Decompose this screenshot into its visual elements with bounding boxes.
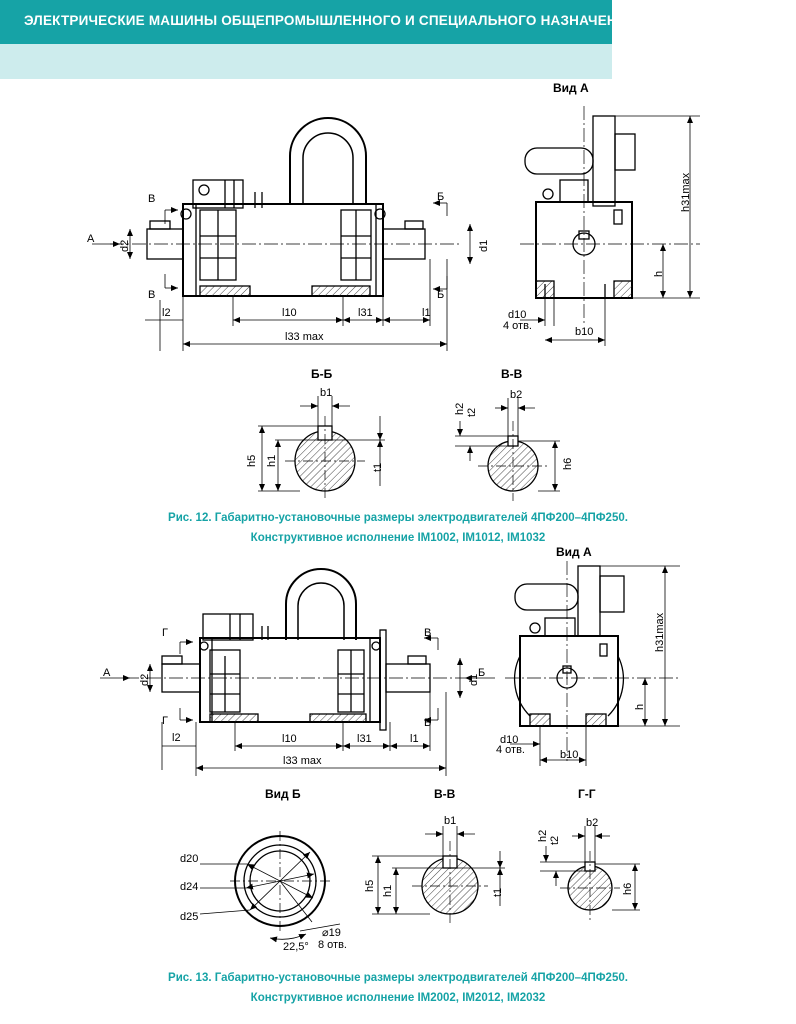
- fig13-dim-l33: l33 max: [283, 755, 322, 767]
- fig13-dim-l1: l1: [410, 733, 419, 745]
- dim-d10: d10: [508, 309, 526, 321]
- cut-label-b-bottom: Б: [437, 289, 444, 301]
- figure-13-caption: Рис. 13. Габаритно-установочные размеры …: [0, 968, 796, 1008]
- fig13-gg-dim-t2: t2: [549, 836, 561, 845]
- fig13-dim-d10: d10: [500, 734, 518, 746]
- flange-dim-d25: d25: [180, 911, 198, 923]
- dim-l33: l33 max: [285, 331, 324, 343]
- fig13-cut-g-bottom: Г: [162, 715, 168, 727]
- subheader-bar: [0, 44, 612, 79]
- dim-h: h: [653, 271, 665, 277]
- figure-13-svg: А Б Г Г В В d2 d1 l2 l10 l31 l1 l33 max …: [100, 546, 680, 953]
- fig13-gg-dim-h6: h6: [622, 883, 634, 895]
- fig13-dim-l2: l2: [172, 732, 181, 744]
- figure-12-svg: А В В Б Б d2 d1 l2 l10 l31 l1 l33 max Ви…: [87, 81, 700, 501]
- fig13-arrow-b: Б: [478, 667, 485, 679]
- fig13-section-gg-title: Г-Г: [578, 787, 596, 801]
- fig13-cut-v-top: В: [424, 627, 431, 639]
- bb-dim-b1: b1: [320, 387, 332, 399]
- bb-dim-t1: t1: [372, 463, 384, 472]
- fig13-dim-b10: b10: [560, 749, 578, 761]
- fig13-dim-l31: l31: [357, 733, 372, 745]
- fig13-gg-dim-b2: b2: [586, 817, 598, 829]
- flange-dim-holes8: 8 отв.: [318, 939, 347, 951]
- flange-dim-d24: d24: [180, 881, 198, 893]
- fig13-vv-dim-b1: b1: [444, 815, 456, 827]
- vv-dim-b2: b2: [510, 389, 522, 401]
- fig13-dim-h31: h31max: [654, 612, 666, 652]
- figure-12-caption: Рис. 12. Габаритно-установочные размеры …: [0, 508, 796, 548]
- vv-dim-h6: h6: [562, 458, 574, 470]
- figure-12-caption-line2: Конструктивное исполнение IM1002, IM1012…: [250, 532, 546, 544]
- fig13-cut-g-top: Г: [162, 627, 168, 639]
- cut-label-b-top: Б: [437, 191, 444, 203]
- fig13-vv-dim-h1: h1: [382, 885, 394, 897]
- fig13-gg-dim-h2: h2: [537, 830, 549, 842]
- section-vv-title: В-В: [501, 367, 523, 381]
- fig13-dim-holes: 4 отв.: [496, 744, 525, 756]
- figure-12-drawing: А В В Б Б d2 d1 l2 l10 l31 l1 l33 max Ви…: [0, 76, 796, 506]
- fig13-dim-l10: l10: [282, 733, 297, 745]
- bb-dim-h1: h1: [266, 455, 278, 467]
- dim-holes: 4 отв.: [503, 320, 532, 332]
- cut-label-v-top: В: [148, 193, 155, 205]
- vv-dim-t2: t2: [466, 408, 478, 417]
- header-bar: ЭЛЕКТРИЧЕСКИЕ МАШИНЫ ОБЩЕПРОМЫШЛЕННОГО И…: [0, 0, 636, 44]
- dim-h31: h31max: [680, 172, 692, 212]
- dim-l31: l31: [358, 307, 373, 319]
- fig13-dim-h: h: [634, 704, 646, 710]
- fig13-cut-v-bottom: В: [424, 717, 431, 729]
- header-title: ЭЛЕКТРИЧЕСКИЕ МАШИНЫ ОБЩЕПРОМЫШЛЕННОГО И…: [24, 13, 637, 28]
- fig13-dim-d1: d1: [468, 674, 480, 686]
- fig13-section-vv-title: В-В: [434, 787, 456, 801]
- cut-label-v-bottom: В: [148, 289, 155, 301]
- dim-l1: l1: [422, 307, 431, 319]
- fig13-dim-d2: d2: [139, 674, 151, 686]
- dim-l10: l10: [282, 307, 297, 319]
- fig13-vv-dim-h5: h5: [364, 880, 376, 892]
- dim-l2: l2: [162, 307, 171, 319]
- figure-13-caption-line1: Рис. 13. Габаритно-установочные размеры …: [168, 972, 628, 984]
- fig13-arrow-a: А: [103, 667, 111, 679]
- section-bb-title: Б-Б: [311, 367, 333, 381]
- figure-13-drawing: А Б Г Г В В d2 d1 l2 l10 l31 l1 l33 max …: [0, 546, 796, 966]
- fig13-vv-dim-t1: t1: [492, 888, 504, 897]
- view-arrow-a: А: [87, 233, 95, 245]
- figure-12-caption-line1: Рис. 12. Габаритно-установочные размеры …: [168, 512, 628, 524]
- figure-13-caption-line2: Конструктивное исполнение IM2002, IM2012…: [250, 992, 546, 1004]
- dim-b10: b10: [575, 326, 593, 338]
- bb-dim-h5: h5: [246, 455, 258, 467]
- vv-dim-h2: h2: [454, 403, 466, 415]
- flange-dim-d20: d20: [180, 853, 198, 865]
- fig13-view-a-title: Вид А: [556, 546, 592, 559]
- flange-dim-phi19: ⌀19: [322, 927, 341, 939]
- flange-dim-angle: 22,5°: [283, 941, 309, 953]
- dim-d1: d1: [478, 240, 490, 252]
- dim-d2: d2: [119, 240, 131, 252]
- view-a-title: Вид А: [553, 81, 589, 95]
- fig13-view-b-title: Вид Б: [265, 787, 301, 801]
